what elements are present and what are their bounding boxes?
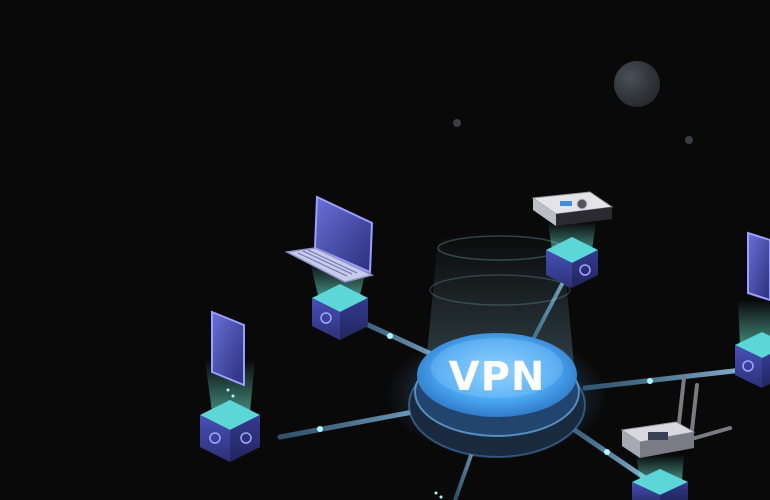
cube-port-icon [240, 432, 252, 444]
large-sphere-icon [614, 61, 660, 107]
projector-dial-icon [576, 198, 588, 210]
phone-node [735, 231, 770, 388]
projector-cube [546, 237, 598, 288]
bottom-node-signal [434, 491, 443, 499]
link-phone [582, 367, 745, 391]
laptop-node [284, 195, 375, 340]
router-cube [632, 469, 688, 500]
hub-disc [417, 333, 577, 417]
signal-dot [647, 378, 653, 384]
cube-port-icon [320, 312, 332, 324]
cube-port-icon [579, 264, 591, 276]
phone-cube [735, 332, 770, 388]
router-icon [620, 376, 732, 458]
laptop-icon [284, 195, 375, 283]
hub-disc-highlight [431, 338, 563, 398]
laptop-cube [312, 284, 368, 340]
router-node [620, 376, 732, 500]
vpn-hub: VPN [387, 230, 607, 458]
signal-dot [604, 449, 610, 455]
signal-dot [387, 333, 393, 339]
projector-icon [531, 191, 614, 226]
projector-node [531, 191, 614, 288]
antenna-icon [686, 426, 732, 442]
hub-beam-ring [429, 274, 571, 306]
small-sphere-icon [685, 136, 693, 144]
small-sphere-icon [453, 119, 461, 127]
background-spheres [453, 61, 693, 144]
phone-icon [747, 231, 770, 302]
cube-port-icon [209, 432, 221, 444]
router-beam [636, 455, 684, 480]
vpn-label: VPN [449, 354, 546, 400]
tablet-node [200, 310, 260, 462]
antenna-icon [690, 383, 699, 432]
tablet-cube [200, 400, 260, 462]
tablet-icon [211, 310, 245, 387]
signal-dot [317, 426, 323, 432]
cube-port-icon [742, 360, 754, 372]
antenna-icon [676, 376, 686, 434]
